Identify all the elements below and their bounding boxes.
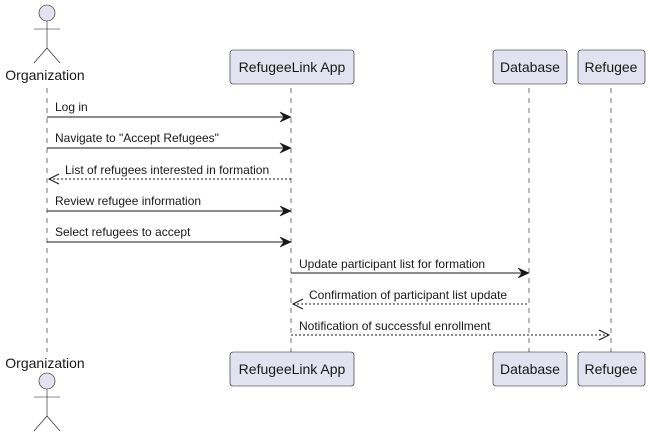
arrowhead xyxy=(598,329,611,341)
message-3: List of refugees interested in formation xyxy=(47,163,291,185)
actor-body xyxy=(33,21,61,64)
message-label: Navigate to "Accept Refugees" xyxy=(55,131,219,145)
actor-organization-bottom: Organization xyxy=(5,355,85,432)
participant-database-top: Database xyxy=(492,49,568,85)
participant-box xyxy=(492,49,568,85)
actor-head xyxy=(38,372,56,390)
participant-label-database-bottom: Database xyxy=(500,361,560,377)
message-label: Update participant list for formation xyxy=(299,257,485,271)
participant-label-organization-bottom: Organization xyxy=(5,355,84,371)
actor-organization-top: Organization xyxy=(5,4,85,83)
arrowhead xyxy=(279,111,292,123)
participant-box xyxy=(492,351,568,387)
message-8: Notification of successful enrollment xyxy=(291,319,611,341)
message-label: Review refugee information xyxy=(55,194,201,208)
arrowhead xyxy=(279,142,292,154)
participant-box xyxy=(577,351,646,387)
participant-label-refugeelink-app-bottom: RefugeeLink App xyxy=(239,361,346,377)
message-4: Review refugee information xyxy=(47,194,292,217)
participant-refugee-top: Refugee xyxy=(577,49,646,85)
participant-label-refugeelink-app-top: RefugeeLink App xyxy=(239,59,346,75)
message-label: Confirmation of participant list update xyxy=(309,288,507,302)
message-2: Navigate to "Accept Refugees" xyxy=(47,131,292,154)
participant-box xyxy=(229,351,355,387)
participant-refugeelink-app-bottom: RefugeeLink App xyxy=(229,351,355,387)
participant-database-bottom: Database xyxy=(492,351,568,387)
message-5: Select refugees to accept xyxy=(47,225,292,248)
arrowhead xyxy=(47,173,60,185)
message-1: Log in xyxy=(47,100,292,123)
participant-label-organization-top: Organization xyxy=(5,67,84,83)
arrowhead xyxy=(291,298,304,310)
message-7: Confirmation of participant list update xyxy=(291,288,529,310)
participant-box xyxy=(229,49,355,85)
message-label: Select refugees to accept xyxy=(55,225,191,239)
message-label: Notification of successful enrollment xyxy=(299,319,491,333)
participant-label-refugee-bottom: Refugee xyxy=(585,361,638,377)
participant-refugeelink-app-top: RefugeeLink App xyxy=(229,49,355,85)
arrowhead xyxy=(517,267,530,279)
participant-refugee-bottom: Refugee xyxy=(577,351,646,387)
participant-box xyxy=(577,49,646,85)
participant-label-refugee-top: Refugee xyxy=(585,59,638,75)
message-label: Log in xyxy=(55,100,88,114)
actor-head xyxy=(38,4,56,22)
actor-body xyxy=(33,389,61,432)
participant-label-database-top: Database xyxy=(500,59,560,75)
message-label: List of refugees interested in formation xyxy=(65,163,269,177)
arrowhead xyxy=(279,236,292,248)
message-6: Update participant list for formation xyxy=(291,257,530,279)
arrowhead xyxy=(279,205,292,217)
